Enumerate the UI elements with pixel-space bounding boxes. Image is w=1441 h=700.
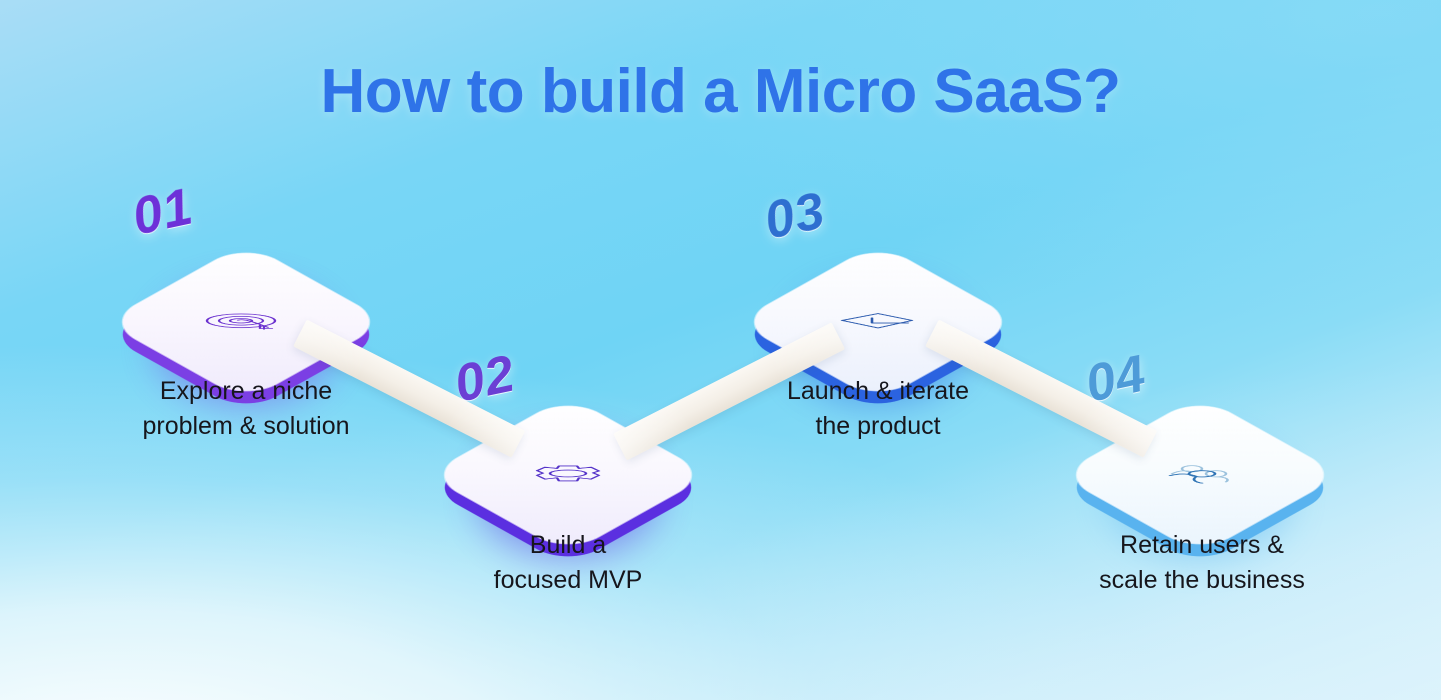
card-top-face [426,395,710,555]
card-body [104,222,388,422]
step-number-01: 01 [127,177,199,247]
gear-icon [535,465,601,482]
step-number-04: 04 [1080,344,1152,414]
card-top-face [1058,395,1342,555]
users-group-icon [1168,465,1229,484]
card-body [736,222,1020,422]
card-body [426,375,710,575]
card-body [1058,375,1342,575]
card-top-face [736,242,1020,402]
page-title: How to build a Micro SaaS? [320,57,1121,126]
card-top-face [104,242,388,402]
step-caption-02: Build a focused MVP [493,531,643,594]
step-number-02: 02 [449,344,521,414]
step-caption-04: Retain users & scale the business [1099,531,1305,594]
target-arrow-icon [205,313,277,330]
step-caption-03: Launch & iterate the product [786,377,970,440]
step-number-03: 03 [759,181,831,251]
step-caption-01: Explore a niche problem & solution [142,377,350,440]
launch-iterate-icon [840,313,914,329]
